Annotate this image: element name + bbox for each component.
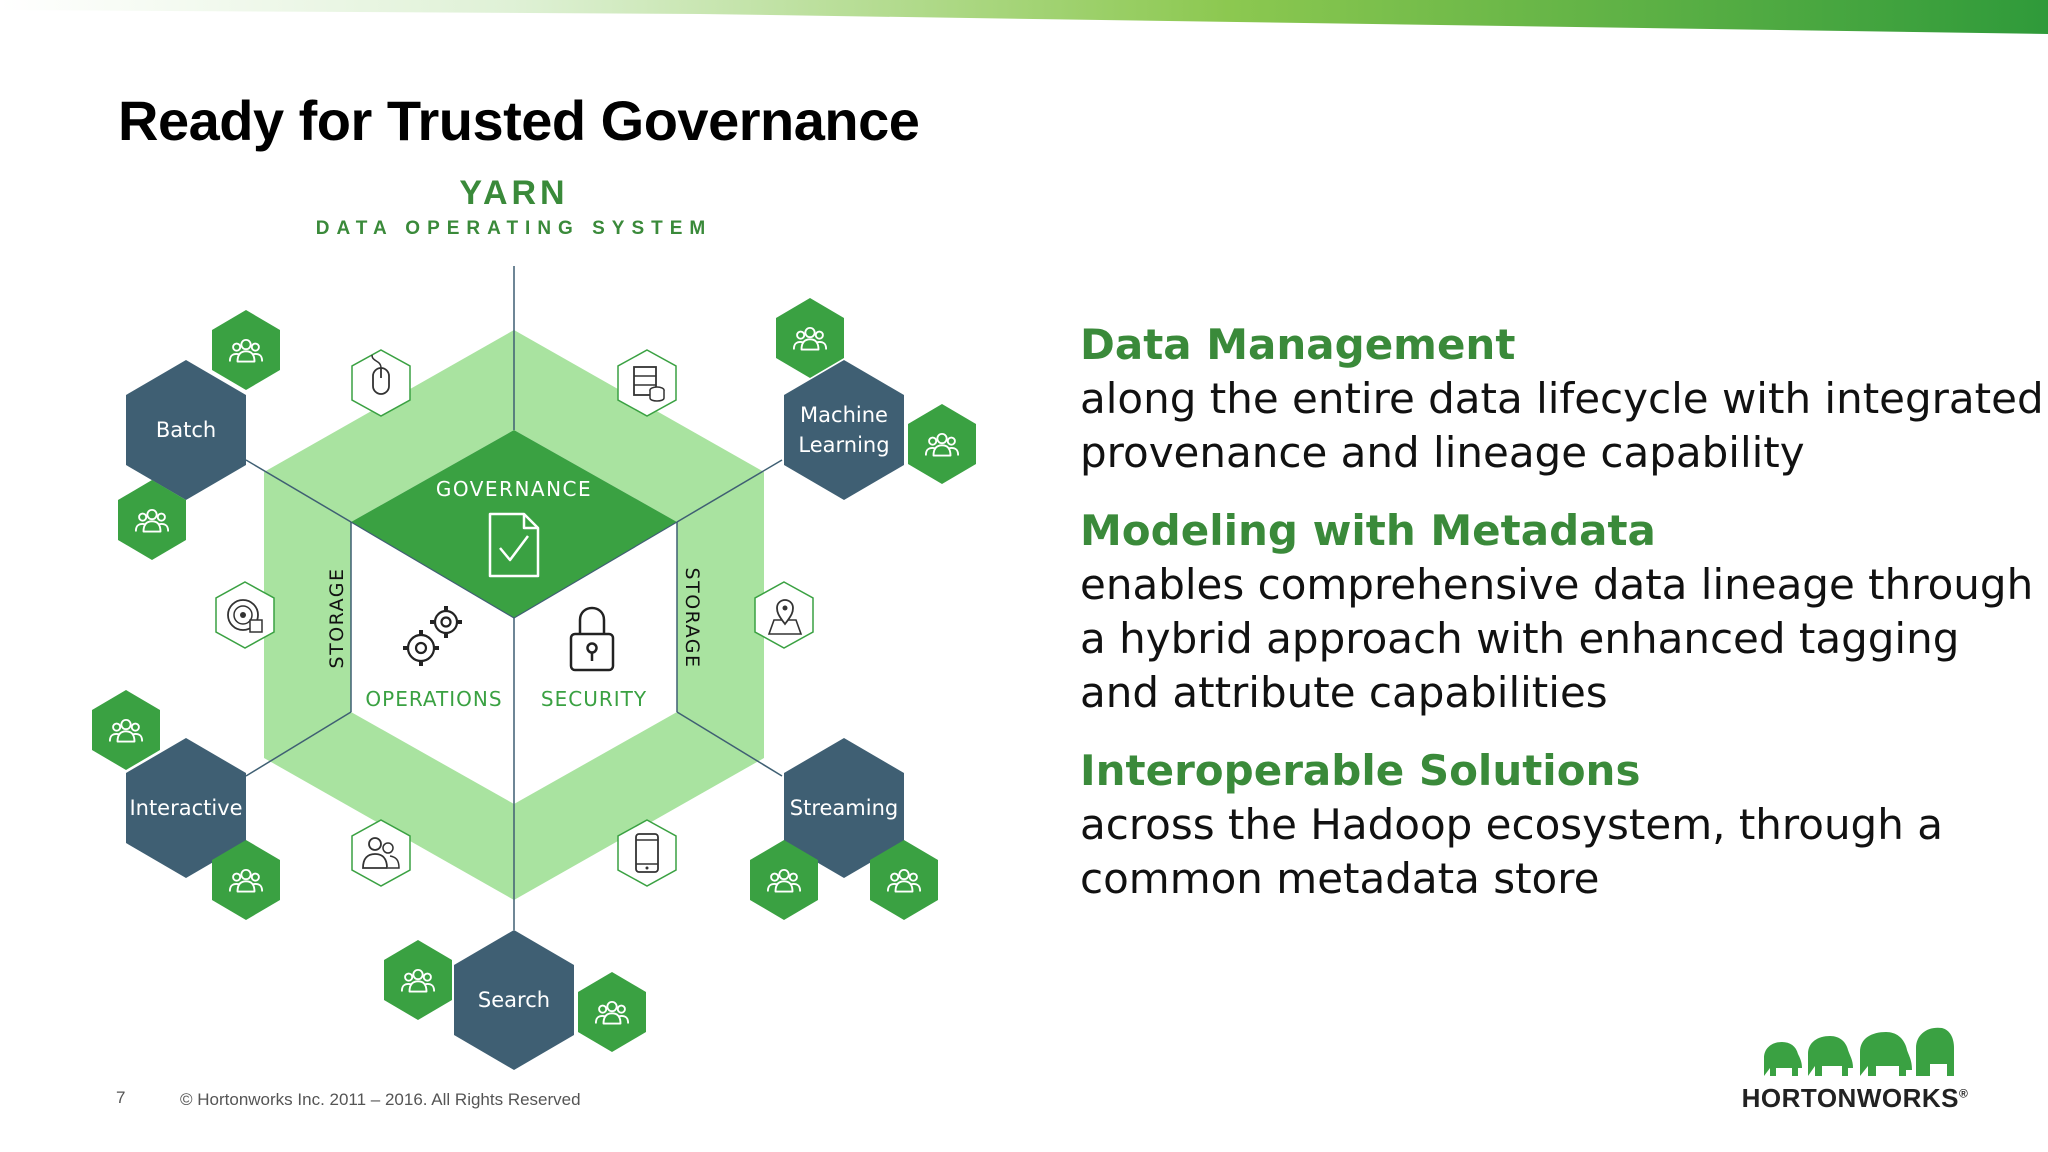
feature-line: across the Hadoop ecosystem, through a [1080, 800, 1943, 849]
users-icon [750, 840, 818, 920]
users-icon [212, 840, 280, 920]
users-icon [870, 840, 938, 920]
top-gradient-bar [0, 0, 2048, 34]
feature-line: a hybrid approach with enhanced tagging [1080, 614, 1960, 663]
governance-region [351, 430, 677, 618]
feature-description: across the Hadoop ecosystem, through a c… [1080, 798, 2030, 906]
user-group-icon [351, 819, 411, 887]
batch-label: Batch [156, 418, 216, 442]
lock-icon [569, 606, 615, 672]
search-label: Search [478, 988, 550, 1012]
page-number: 7 [116, 1088, 126, 1107]
yarn-title: YARN [459, 174, 568, 212]
database-icon [617, 349, 677, 417]
batch-hexagon: Batch [126, 360, 246, 500]
gears-icon [403, 606, 462, 666]
users-icon [578, 972, 646, 1052]
feature-line: enables comprehensive data lineage throu… [1080, 560, 2034, 609]
interactive-label: Interactive [129, 796, 242, 820]
feature-heading: Data Management [1080, 320, 1516, 369]
interactive-hexagon: Interactive [126, 738, 246, 878]
security-label: SECURITY [541, 687, 647, 711]
feature-line: common metadata store [1080, 854, 1600, 903]
users-icon [92, 690, 160, 770]
governance-edge-right [513, 521, 678, 619]
hortonworks-logo: HORTONWORKS® [1740, 1024, 1970, 1114]
users-icon [118, 480, 186, 560]
search-hexagon: Search [454, 930, 574, 1070]
feature-block-data-management: Data Management along the entire data li… [1080, 318, 2044, 480]
map-pin-icon [754, 581, 814, 649]
users-icon [384, 940, 452, 1020]
users-icon [212, 310, 280, 390]
elephants-logo-icon [1764, 1027, 1954, 1076]
governance-label: GOVERNANCE [436, 477, 592, 501]
document-check-icon [488, 512, 540, 578]
machine-learning-hexagon: Machine Learning [784, 360, 904, 500]
slide-title: Ready for Trusted Governance [118, 89, 920, 152]
users-icon [908, 404, 976, 484]
mobile-icon [617, 819, 677, 887]
radar-icon [215, 581, 275, 649]
mouse-icon [351, 349, 411, 417]
copyright-notice: © Hortonworks Inc. 2011 – 2016. All Righ… [180, 1090, 581, 1109]
feature-line: along the entire data lifecycle with int… [1080, 374, 2044, 423]
spokes [245, 266, 783, 930]
governance-edge-left [350, 521, 515, 619]
operations-label: OPERATIONS [365, 687, 502, 711]
feature-line: provenance and lineage capability [1080, 428, 1805, 477]
yarn-governance-diagram: YARN DATA OPERATING SYSTEM GOVERNANCE OP… [92, 174, 976, 1070]
logo-text: HORTONWORKS [1741, 1083, 1959, 1113]
feature-description: along the entire data lifecycle with int… [1080, 372, 2044, 480]
storage-right-label: STORAGE [681, 568, 703, 669]
hortonworks-wordmark: HORTONWORKS® [1740, 1083, 1970, 1114]
feature-heading: Modeling with Metadata [1080, 506, 1656, 555]
feature-block-modeling-metadata: Modeling with Metadata enables comprehen… [1080, 504, 2034, 720]
storage-left-label: STORAGE [326, 568, 348, 669]
feature-heading: Interoperable Solutions [1080, 746, 1641, 795]
feature-list: Data Management along the entire data li… [1080, 318, 2044, 930]
yarn-subtitle: DATA OPERATING SYSTEM [316, 218, 712, 239]
streaming-hexagon: Streaming [784, 738, 904, 878]
feature-description: enables comprehensive data lineage throu… [1080, 558, 2034, 720]
streaming-label: Streaming [790, 796, 898, 820]
machine-learning-label-line1: Machine [800, 403, 888, 427]
feature-block-interoperable: Interoperable Solutions across the Hadoo… [1080, 744, 2030, 906]
feature-line: and attribute capabilities [1080, 668, 1608, 717]
machine-learning-label-line2: Learning [798, 433, 889, 457]
trademark-mark: ® [1959, 1086, 1969, 1101]
users-icon [776, 298, 844, 378]
